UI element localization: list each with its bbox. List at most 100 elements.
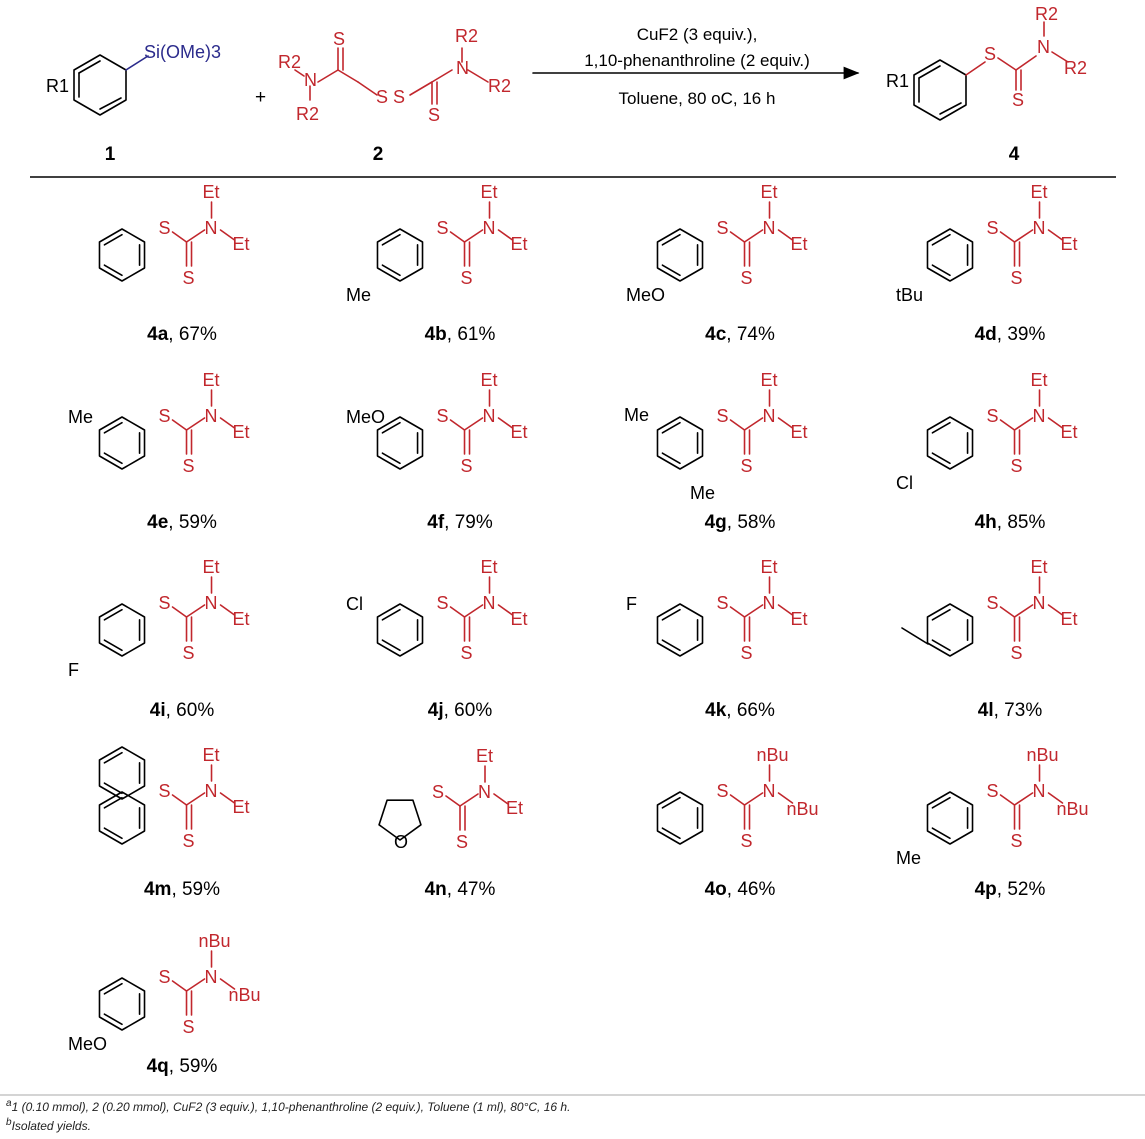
nitrogen-atom: N [763, 406, 776, 426]
footnote-b: bIsolated yields. [6, 1117, 91, 1133]
r1-label: R1 [46, 76, 69, 96]
svg-text:R2: R2 [455, 26, 478, 46]
product-caption: 4i, 60% [150, 700, 215, 721]
n-butyl-group: nBu [229, 985, 261, 1005]
ethyl-group: Et [511, 422, 528, 442]
label-1: 1 [105, 144, 116, 165]
substituent-label: Me [896, 848, 921, 868]
benzene-ring [376, 603, 424, 657]
sulfur-atom: S [159, 218, 171, 238]
n-butyl-group: nBu [1027, 745, 1059, 765]
label-4: 4 [1009, 144, 1020, 165]
sulfur-atom: S [717, 781, 729, 801]
sulfur-atom: S [717, 406, 729, 426]
benzene-ring [376, 416, 424, 470]
product-caption: 4q, 59% [147, 1056, 218, 1077]
thione-sulfur: S [183, 643, 195, 663]
nitrogen-atom: N [205, 218, 218, 238]
thione-sulfur: S [741, 643, 753, 663]
svg-text:R2: R2 [488, 76, 511, 96]
ethyl-group: Et [1031, 370, 1048, 390]
ethyl-group: Et [233, 797, 250, 817]
thione-sulfur: S [741, 456, 753, 476]
substituent-label: F [68, 660, 79, 680]
svg-text:R2: R2 [1064, 58, 1087, 78]
sulfur-atom: S [437, 218, 449, 238]
footnote-b-text: Isolated yields. [11, 1119, 91, 1133]
ethyl-group: Et [511, 234, 528, 254]
thione-sulfur: S [1011, 831, 1023, 851]
benzene-ring [926, 228, 974, 282]
svg-text:R2: R2 [296, 104, 319, 124]
ethyl-group: Et [1031, 182, 1048, 202]
nitrogen-atom: N [1033, 218, 1046, 238]
thione-sulfur: S [183, 456, 195, 476]
reagent-2-structure: S S S S N N R2 R2 R2 R2 [278, 26, 511, 125]
ethyl-group: Et [203, 745, 220, 765]
ethyl-group: Et [233, 609, 250, 629]
substituent-label: MeO [346, 407, 385, 427]
thione-sulfur: S [1011, 643, 1023, 663]
benzene-ring [926, 791, 974, 845]
sulfur-atom: S [432, 782, 444, 802]
substituent-label: Cl [896, 473, 913, 493]
product-caption: 4d, 39% [975, 324, 1046, 345]
ethyl-group: Et [791, 422, 808, 442]
substituent-label: MeO [626, 285, 665, 305]
naphthalene-ring [98, 746, 146, 800]
svg-text:S: S [428, 105, 440, 125]
plus-sign: + [255, 87, 266, 108]
thione-sulfur: S [183, 831, 195, 851]
product-caption: 4m, 59% [144, 879, 220, 900]
product-caption: 4k, 66% [705, 700, 775, 721]
product-caption: 4n, 47% [425, 879, 496, 900]
condition-line-2: 1,10-phenanthroline (2 equiv.) [584, 51, 810, 70]
furan-ring [378, 799, 422, 841]
footnote-a-text: 1 (0.10 mmol), 2 (0.20 mmol), CuF2 (3 eq… [11, 1100, 571, 1114]
svg-text:N: N [1037, 37, 1050, 57]
svg-text:N: N [304, 70, 317, 90]
thione-sulfur: S [1011, 268, 1023, 288]
nitrogen-atom: N [763, 781, 776, 801]
benzene-ring [926, 603, 974, 657]
substituent-label: F [626, 594, 637, 614]
ethyl-group: Et [1061, 609, 1078, 629]
nitrogen-atom: N [763, 218, 776, 238]
sulfur-atom: S [717, 218, 729, 238]
sulfur-atom: S [717, 593, 729, 613]
ethyl-group: Et [791, 234, 808, 254]
benzene-ring [656, 416, 704, 470]
ethyl-group: Et [791, 609, 808, 629]
n-butyl-group: nBu [199, 931, 231, 951]
product-caption: 4j, 60% [428, 700, 493, 721]
benzene-ring [926, 416, 974, 470]
sulfur-atom: S [159, 593, 171, 613]
product-caption: 4e, 59% [147, 512, 217, 533]
svg-text:R1: R1 [886, 71, 909, 91]
si-group-label: Si(OMe)3 [144, 42, 221, 62]
n-butyl-group: nBu [1057, 799, 1089, 819]
ethyl-group: Et [203, 557, 220, 577]
substituent-label: Cl [346, 594, 363, 614]
condition-line-1: CuF2 (3 equiv.), [637, 25, 758, 44]
product-caption: 4h, 85% [975, 512, 1046, 533]
substituent-label: Me [346, 285, 371, 305]
ethyl-group: Et [1061, 422, 1078, 442]
thione-sulfur: S [183, 268, 195, 288]
sulfur-atom: S [159, 406, 171, 426]
thione-sulfur: S [461, 456, 473, 476]
ethyl-group: Et [476, 746, 493, 766]
ethyl-group: Et [761, 182, 778, 202]
benzene-ring [656, 603, 704, 657]
nitrogen-atom: N [1033, 593, 1046, 613]
sulfur-atom: S [437, 406, 449, 426]
thione-sulfur: S [461, 268, 473, 288]
benzene-ring [656, 228, 704, 282]
label-2: 2 [373, 144, 384, 165]
nitrogen-atom: N [478, 782, 491, 802]
nitrogen-atom: N [483, 406, 496, 426]
benzene-ring [98, 416, 146, 470]
ethyl-group: Et [481, 557, 498, 577]
product-caption: 4f, 79% [427, 512, 493, 533]
